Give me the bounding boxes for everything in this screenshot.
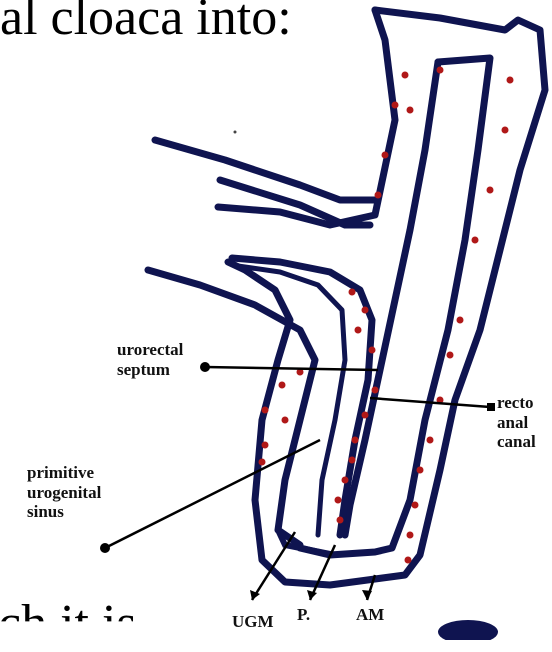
urorectal-septum-pointer xyxy=(205,367,378,370)
urogenital-sinus-pointer xyxy=(105,440,320,548)
outer-hindgut-outline xyxy=(228,10,545,585)
recto-anal-canal-label: recto anal canal xyxy=(497,393,536,452)
am-label: AM xyxy=(356,605,384,625)
top-opening-outline xyxy=(218,10,395,225)
speck xyxy=(234,131,237,134)
ugm-label: UGM xyxy=(232,612,274,632)
bottom-blue-shape xyxy=(438,620,498,640)
urorectal-septum-label: urorectal septum xyxy=(117,340,183,379)
mesoderm-dots xyxy=(259,67,514,564)
pointer-lines xyxy=(105,367,490,600)
p-label: P. xyxy=(297,605,310,625)
primitive-urogenital-sinus-label: primitive urogenital sinus xyxy=(27,463,101,522)
urogenital-sinus-wall xyxy=(148,270,315,545)
